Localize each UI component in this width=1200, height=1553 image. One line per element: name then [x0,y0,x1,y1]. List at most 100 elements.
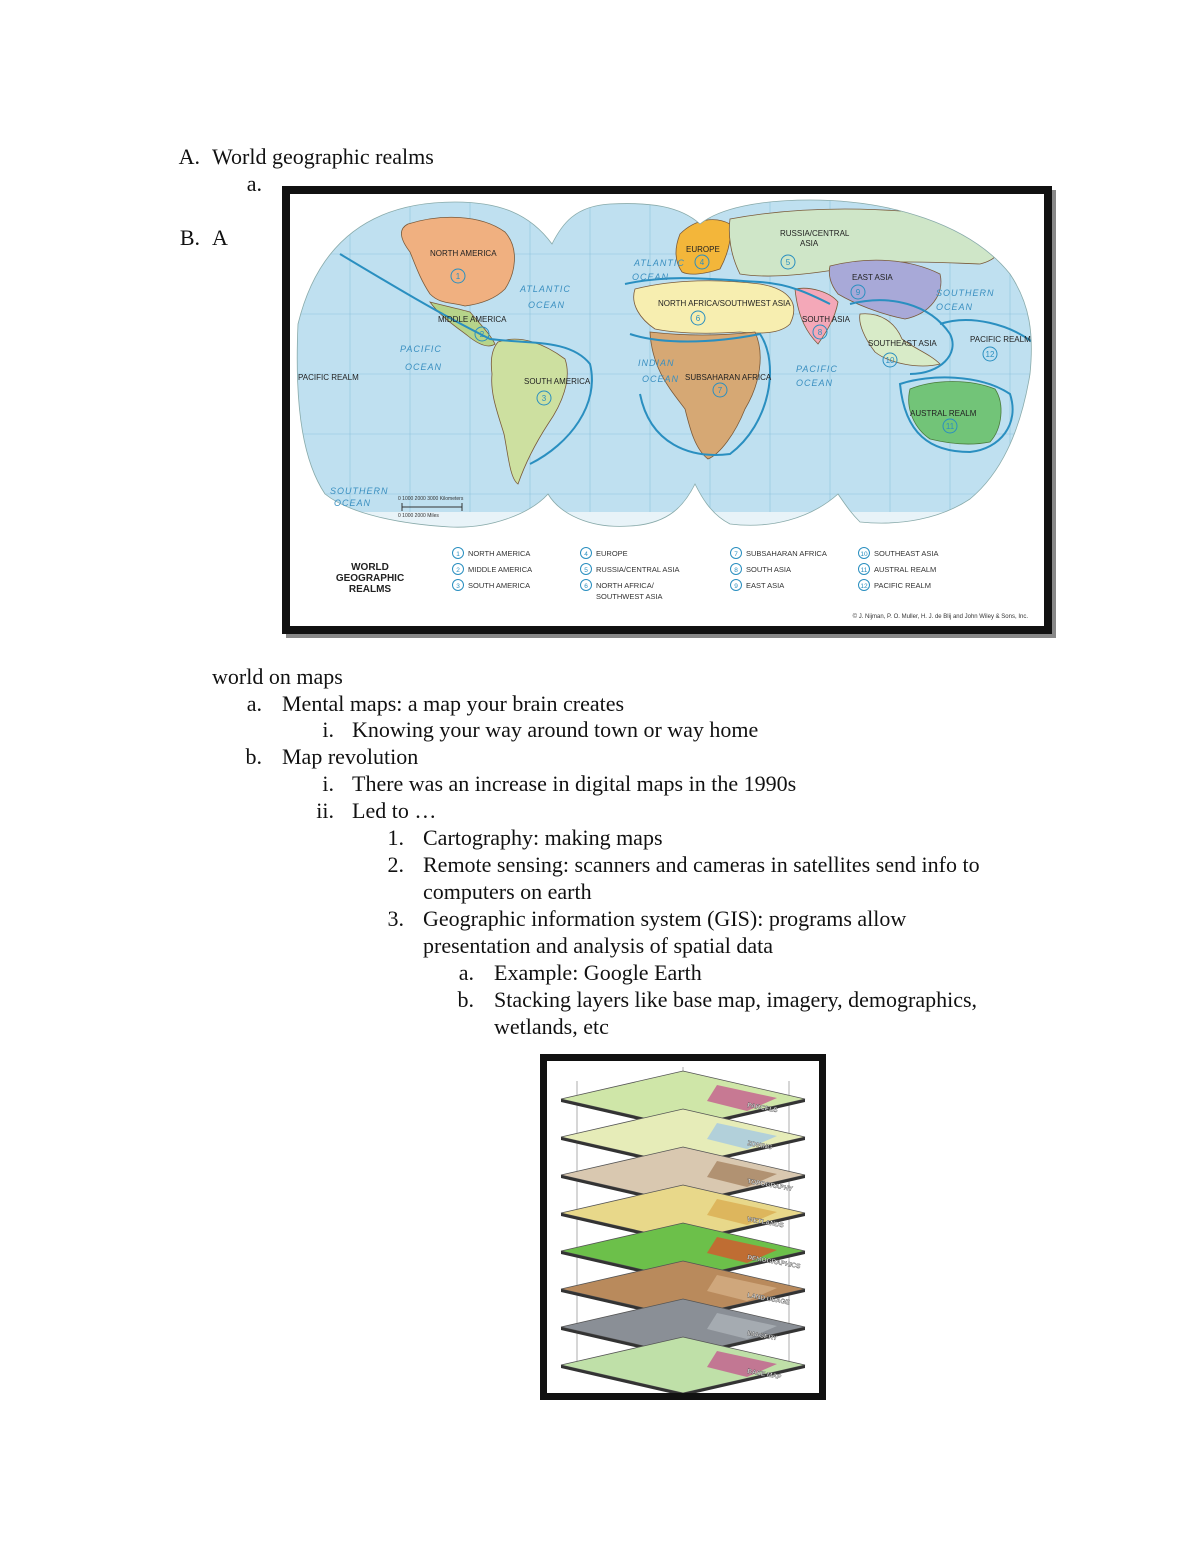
legend-title-line1: WORLD [351,562,389,573]
ocean-label: SOUTHERN [936,288,995,298]
region-australia [908,381,1002,445]
legend-label-line2: SOUTHWEST ASIA [596,592,663,601]
realm-number-circle [536,390,552,406]
region-north-america [401,216,515,307]
realm-label: MIDDLE AMERICA [438,315,507,324]
marker-b: b. [245,744,263,769]
realm-number: 5 [786,258,791,267]
item-remote-sensing-line2: computers on earth [423,879,592,904]
item-gis-line2: presentation and analysis of spatial dat… [423,933,774,958]
outline-marker-A: A. [178,144,200,169]
marker-a: a. [246,691,262,716]
heading-b-continued: world on maps [212,664,343,689]
legend-title-line3: REALMS [349,584,392,595]
gis-layers-stack: PARCELSZONINGTOPOGRAPHYWETLANDSDEMOGRAPH… [560,1067,806,1393]
legend-number: 12 [860,583,868,590]
region-east-asia [828,259,942,320]
realm-number: 9 [856,288,861,297]
scale-km: 0 1000 2000 3000 Kilometers [398,496,464,502]
realm-number: 11 [946,422,955,431]
gis-layer-feature [707,1237,777,1263]
realm-label: EAST ASIA [852,273,893,282]
gis-layer-feature [707,1351,777,1377]
realm-number-circle [474,326,490,342]
realm-number: 2 [480,330,485,339]
ocean-label: OCEAN [642,374,679,384]
legend-number: 10 [860,551,868,558]
gis-layer: LAND USAGE [560,1260,806,1320]
legend-number-circle [580,579,592,591]
realm-label: SOUTHEAST ASIA [868,339,937,348]
marker-n1: 1. [387,825,405,850]
ocean-label: PACIFIC [796,364,838,374]
legend-number-circle [452,547,464,559]
legend-label: NORTH AFRICA/ [596,581,655,590]
region-south-america [490,338,568,485]
legend-number-circle [730,563,742,575]
legend-number: 6 [584,583,588,590]
legend-label: SOUTHEAST ASIA [874,549,938,558]
item-google-earth: Example: Google Earth [494,960,702,985]
legend-label: AUSTRAL REALM [874,565,936,574]
legend-number: 1 [456,551,460,558]
realm-number-circle [942,418,958,434]
ocean-label: ATLANTIC [519,284,571,294]
marker-n3: 3. [387,906,405,931]
ocean-label: ATLANTIC [633,258,685,268]
map-lobe-outline [296,199,1032,528]
realm-number: 3 [542,394,547,403]
legend-label: EUROPE [596,549,628,558]
realm-label: ASIA [800,239,819,248]
realm-number: 1 [456,272,461,281]
gis-layer-label: ZONING [747,1140,773,1151]
heading-world-geographic-realms: World geographic realms [212,144,434,169]
heading-b-start: A [212,225,228,250]
realm-number: 8 [818,328,823,337]
realm-label: PACIFIC REALM [970,335,1031,344]
legend-label: SUBSAHARAN AFRICA [746,549,827,558]
gis-layer-feature [707,1123,777,1149]
legend-label: RUSSIA/CENTRAL ASIA [596,565,680,574]
gis-layer: PARCELS [560,1070,806,1130]
item-digital-maps-increase: There was an increase in digital maps in… [352,771,797,796]
scale-mi: 0 1000 2000 Miles [398,513,439,519]
item-gis-line1: Geographic information system (GIS): pro… [423,906,907,931]
region-russia-central-asia [728,208,1002,277]
legend-label: NORTH AMERICA [468,549,530,558]
legend-number: 5 [584,567,588,574]
legend-label: EAST ASIA [746,581,784,590]
ocean-label: OCEAN [528,300,565,310]
item-mental-maps: Mental maps: a map your brain creates [282,691,625,716]
legend-number-circle [730,579,742,591]
gis-layer-feature [707,1313,777,1339]
legend-number-circle [730,547,742,559]
legend-label: PACIFIC REALM [874,581,931,590]
realm-number-circle [712,382,728,398]
legend-number: 8 [734,567,738,574]
ocean-label: OCEAN [405,362,442,372]
gis-layer-edge [561,1365,805,1393]
outline-marker-A-a: a. [246,171,262,196]
legend-number: 4 [584,551,588,558]
legend-number: 2 [456,567,460,574]
scale-bar: 0 1000 2000 3000 Kilometers 0 1000 2000 … [398,496,464,519]
gis-layer: ZONING [560,1108,806,1168]
realm-number: 7 [718,386,723,395]
realm-label: SUBSAHARAN AFRICA [685,373,772,382]
legend-number: 9 [734,583,738,590]
legend-title-line2: GEOGRAPHIC [336,573,404,584]
marker-n2: 2. [387,852,405,877]
gis-layer: WETLANDS [560,1184,806,1244]
realm-number: 12 [986,350,995,359]
legend-number-circle [452,579,464,591]
region-europe [675,219,731,275]
realm-label: SOUTH ASIA [802,315,851,324]
marker-a-i: i. [322,717,334,742]
ocean-label-group: PACIFICOCEANATLANTICOCEANATLANTICOCEANIN… [330,258,995,508]
realm-label: NORTH AMERICA [430,249,497,258]
realm-label: EUROPE [686,245,720,254]
legend-number: 7 [734,551,738,558]
